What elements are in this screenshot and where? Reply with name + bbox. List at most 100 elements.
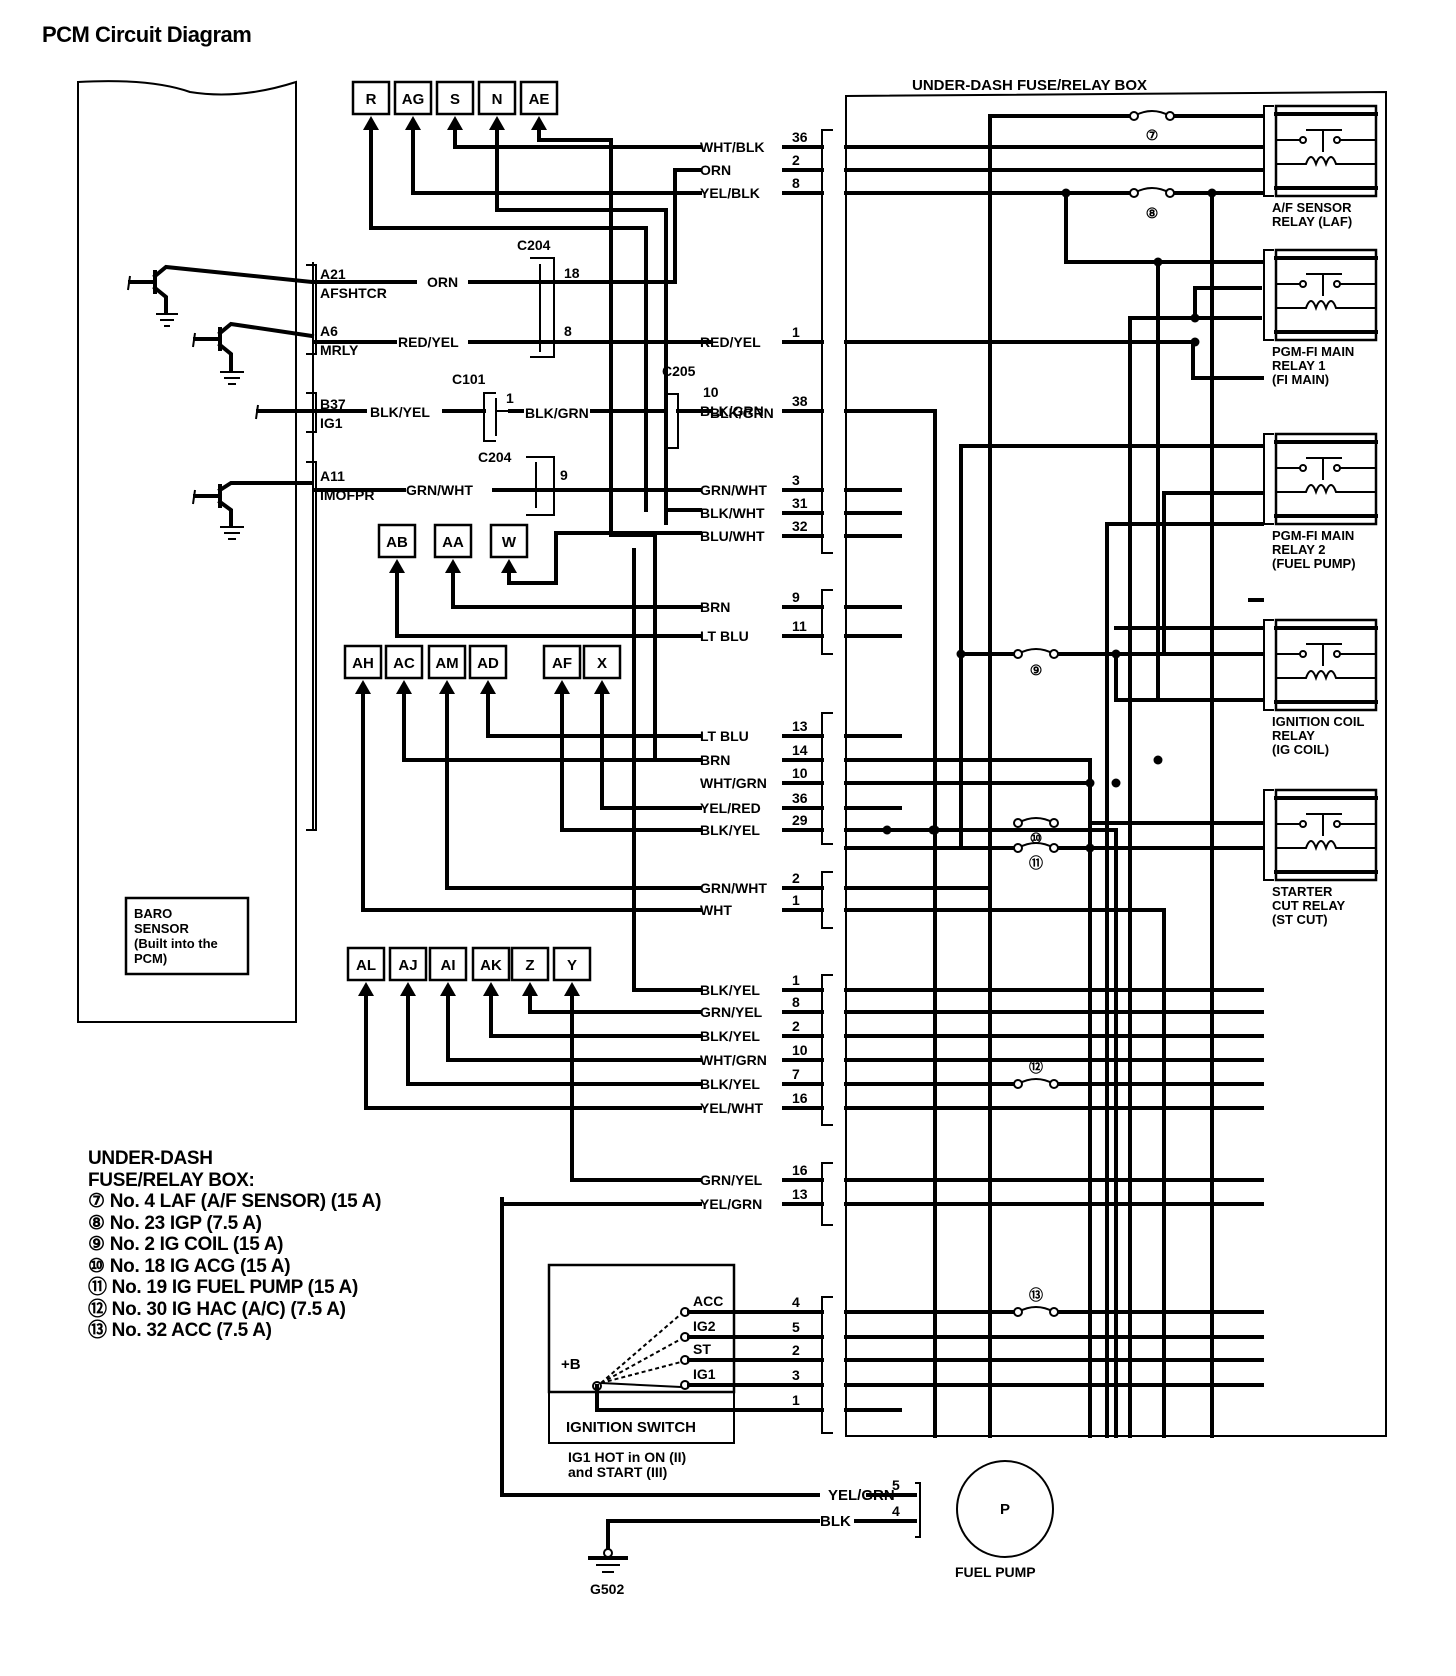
- fuse-terminal: [1129, 111, 1139, 121]
- pin-number: 16: [792, 1162, 808, 1178]
- relay-bracket: [1263, 433, 1274, 525]
- legend-heading: UNDER-DASH: [88, 1148, 213, 1169]
- fuse-terminal: [1049, 1079, 1059, 1089]
- baro-sensor-label: BARO: [134, 906, 172, 921]
- wire: [453, 126, 702, 149]
- fuse-number: ⑬: [1029, 1287, 1043, 1303]
- battery-label: +B: [561, 1356, 581, 1373]
- svg-text:1: 1: [506, 390, 514, 406]
- fuse-terminal: [1049, 843, 1059, 853]
- wire: [364, 994, 702, 1110]
- fuse-gap: [1014, 1079, 1058, 1089]
- legend-item: ⑫ No. 30 IG HAC (A/C) (7.5 A): [88, 1298, 346, 1320]
- wire: [507, 531, 702, 585]
- baro-sensor-box: BARO SENSOR (Built into the PCM): [124, 896, 250, 976]
- terminal-box: [489, 523, 529, 559]
- terminal-label: AH: [352, 655, 374, 672]
- fuse-box-connectors: WHT/BLK36ORN2YEL/BLK8RED/YEL1BLK/GRN38GR…: [700, 129, 902, 1434]
- ground-icon: G502: [588, 1548, 628, 1597]
- relay-bracket: [1263, 619, 1274, 711]
- relay-label: IGNITION COIL: [1272, 714, 1365, 729]
- relay-terminal: [1274, 256, 1378, 334]
- terminal-label: AG: [402, 91, 425, 108]
- fuse-gap: [1014, 649, 1058, 659]
- fuse-gap: [1130, 111, 1174, 121]
- svg-text:4: 4: [892, 1503, 900, 1519]
- contact-icon: [1299, 280, 1307, 288]
- junction-dot: [928, 825, 938, 835]
- junction-dot: [1061, 188, 1071, 198]
- wire: [844, 908, 1166, 1438]
- relay-label: RELAY 2: [1272, 542, 1325, 557]
- pump-symbol: P: [1000, 1501, 1010, 1518]
- terminal-box: [384, 644, 424, 680]
- relay-contacts: [1276, 643, 1376, 666]
- wire-label: YEL/RED: [700, 800, 761, 816]
- wire-label-blk-grn: BLK/GRN: [525, 405, 589, 421]
- terminal-label: Y: [567, 957, 577, 974]
- pin-number: 1: [792, 324, 800, 340]
- relay-label: (FUEL PUMP): [1272, 556, 1356, 571]
- wire-label: WHT/GRN: [700, 1052, 767, 1068]
- pin-number: 36: [792, 790, 808, 806]
- junction-dot: [1207, 188, 1217, 198]
- wire: [1064, 191, 1264, 264]
- wire: [1128, 316, 1262, 1438]
- fuse-terminal: [1013, 1307, 1023, 1317]
- terminal-box: [428, 946, 468, 982]
- arrow-icon: [483, 982, 499, 996]
- relay-box: [1274, 248, 1378, 342]
- terminal-box: [542, 644, 582, 680]
- terminal-box: [388, 946, 428, 982]
- connector-c101-label: C101: [452, 371, 486, 387]
- junction-dot: [1190, 337, 1200, 347]
- pcm-pin-a21: A21: [320, 266, 346, 282]
- relay-box: [1274, 432, 1378, 526]
- fuse-terminal: [1129, 188, 1139, 198]
- fuse-terminal: [1165, 111, 1175, 121]
- svg-text:8: 8: [564, 323, 572, 339]
- terminal-label: Z: [525, 957, 534, 974]
- svg-text:SENSOR: SENSOR: [134, 921, 190, 936]
- wire-label: GRN/WHT: [700, 880, 767, 896]
- wire: [844, 409, 937, 1438]
- wire: [395, 571, 702, 638]
- arrow-icon: [440, 982, 456, 996]
- terminal-label: AM: [435, 655, 458, 672]
- relay-contacts: [1276, 813, 1376, 836]
- wire: [844, 758, 1264, 825]
- relay-label: RELAY: [1272, 728, 1315, 743]
- relay-contacts: [1276, 273, 1376, 296]
- wire: [486, 692, 702, 738]
- terminal-box: [510, 946, 550, 982]
- svg-text:BLK: BLK: [820, 1513, 851, 1530]
- wire-label: BLK/WHT: [700, 505, 765, 521]
- fuse-number: ⑧: [1146, 205, 1159, 221]
- terminal-label: AA: [442, 534, 464, 551]
- wire-label: BLU/WHT: [700, 528, 765, 544]
- fuse-box-title: UNDER-DASH FUSE/RELAY BOX: [912, 77, 1147, 94]
- pin-number: 13: [792, 718, 808, 734]
- terminal-box: [433, 523, 473, 559]
- fuse-number: ⑦: [1146, 127, 1159, 143]
- terminal-box: [346, 946, 386, 982]
- pcm-pin-afshtcr: AFSHTCR: [320, 285, 387, 301]
- wire-label: RED/YEL: [700, 334, 761, 350]
- legend-item: ⑧ No. 23 IGP (7.5 A): [88, 1212, 262, 1234]
- wire: [1114, 652, 1264, 702]
- wire: [451, 571, 702, 609]
- connector-bracket: [821, 589, 833, 655]
- wire: [1193, 286, 1262, 320]
- pin-number: 7: [792, 1066, 800, 1082]
- relay-label: PGM-FI MAIN: [1272, 528, 1354, 543]
- wire-label: GRN/YEL: [700, 1004, 763, 1020]
- terminal-label: AK: [480, 957, 502, 974]
- pin-number: 8: [792, 994, 800, 1010]
- switch-arm: [600, 1382, 682, 1388]
- relay-label: (ST CUT): [1272, 912, 1328, 927]
- terminal-box: [377, 523, 417, 559]
- svg-text:5: 5: [892, 1477, 900, 1493]
- contact-icon: [1333, 136, 1341, 144]
